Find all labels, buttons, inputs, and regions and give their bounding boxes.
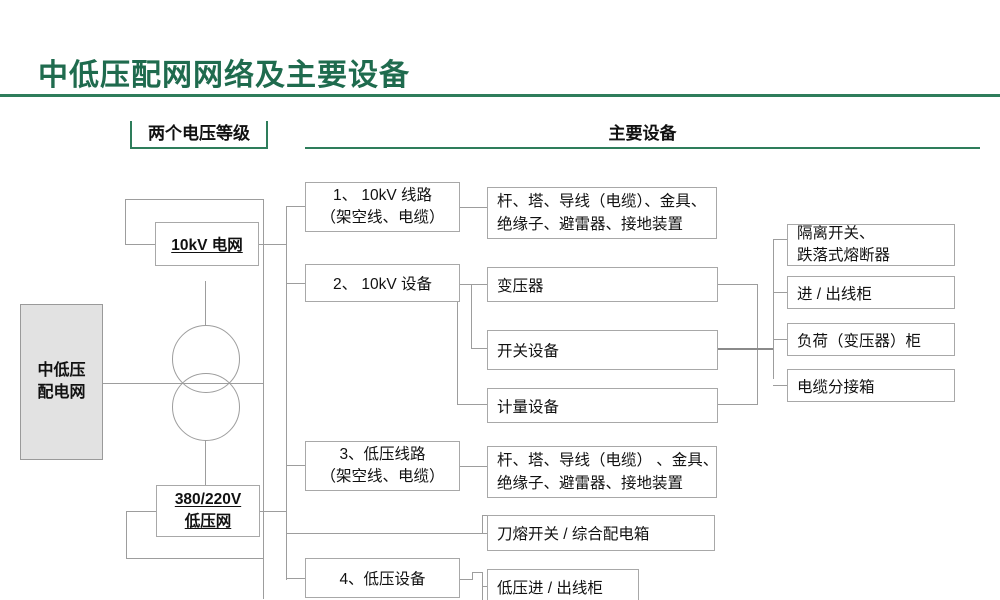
connector-mv-top-run	[125, 199, 264, 200]
detail-2-label: 进 / 出线柜	[797, 285, 872, 303]
category-1-line2: （架空线、电缆）	[320, 209, 445, 226]
node-category-lv-lines[interactable]: 3、低压线路 （架空线、电缆）	[305, 441, 460, 491]
connector-eq6-entry-lower	[482, 533, 488, 534]
node-category-10kv-lines[interactable]: 1、 10kV 线路 （架空线、电缆）	[305, 182, 460, 232]
connector-cat2-to-eq2	[457, 284, 487, 285]
connector-lv-left-dropper	[126, 511, 127, 558]
connector-det3-stub	[773, 339, 789, 340]
equipment-1-line1: 杆、塔、导线（电缆）、金具、	[497, 192, 707, 210]
equipment-4-label: 计量设备	[497, 398, 560, 416]
connector-eq2-to-detail-spine	[718, 284, 758, 285]
detail-4-label: 电缆分接箱	[797, 378, 875, 396]
node-detail-load-transformer-cabinet[interactable]: 负荷（变压器）柜	[787, 323, 955, 356]
connector-cat1-stub	[286, 206, 306, 207]
equipment-1-line2: 绝缘子、避雷器、接地装置	[497, 216, 684, 233]
connector-cat2-stub	[286, 283, 306, 284]
detail-1-line1: 隔离开关、	[797, 225, 875, 243]
connector-det4-stub	[773, 385, 789, 386]
node-equipment-10kv-line-components[interactable]: 杆、塔、导线（电缆）、金具、 绝缘子、避雷器、接地装置	[487, 187, 717, 239]
category-3-line1: 3、低压线路	[339, 445, 426, 463]
node-voltage-380-220v-grid[interactable]: 380/220V 低压网	[156, 485, 260, 537]
connector-cat4-stub	[286, 578, 306, 579]
equipment-5-line2: 绝缘子、避雷器、接地装置	[497, 475, 684, 492]
connector-lv-right-stub	[259, 511, 286, 512]
connector-main-spine-left	[263, 199, 264, 599]
connector-detail-spine	[773, 239, 774, 379]
node-detail-isolator-dropout-fuse[interactable]: 隔离开关、 跌落式熔断器	[787, 224, 955, 266]
voltage-10kv-label: 10kV 电网	[171, 237, 243, 254]
equipment-7-label: 低压进 / 出线柜	[497, 580, 603, 597]
connector-spine-to-eq6	[286, 533, 482, 534]
equipment-2-label: 变压器	[497, 277, 544, 295]
connector-mv-left-stub	[125, 244, 155, 245]
connector-cat4-to-eq7	[482, 586, 488, 587]
connector-cat2-fan-upper	[471, 284, 472, 348]
category-3-line2: （架空线、电缆）	[320, 468, 445, 485]
category-2-line1: 2、 10kV 设备	[332, 276, 433, 293]
connector-eq3-to-detail-spine	[718, 348, 774, 350]
node-equipment-lv-line-components[interactable]: 杆、塔、导线（电缆） 、金具、 绝缘子、避雷器、接地装置	[487, 446, 719, 498]
node-detail-incoming-outgoing-cabinet[interactable]: 进 / 出线柜	[787, 276, 955, 309]
node-equipment-metering[interactable]: 计量设备	[487, 388, 718, 423]
node-equipment-switchgear[interactable]: 开关设备	[487, 330, 718, 370]
connector-cat2-fan-lower	[457, 284, 458, 404]
connector-category-spine	[286, 206, 287, 580]
connector-cat2-to-eq4	[457, 404, 487, 405]
connector-eq-detail-collector	[757, 284, 758, 404]
connector-cat3-to-eq5	[459, 466, 487, 467]
connector-lv-bottom-run	[126, 558, 264, 559]
connector-lv-left-stub	[126, 511, 156, 512]
connector-cat2-to-eq3	[471, 348, 487, 349]
node-equipment-lv-incoming-outgoing-cabinet[interactable]: 低压进 / 出线柜	[487, 569, 639, 600]
connector-cat4-out	[459, 579, 473, 580]
voltage-lv-label-line2: 低压网	[184, 513, 232, 530]
equipment-5-line1: 杆、塔、导线（电缆） 、金具、	[497, 451, 719, 469]
voltage-lv-label-line1: 380/220V	[174, 491, 242, 508]
connector-transformer-top-lead	[205, 281, 206, 326]
node-voltage-10kv-grid[interactable]: 10kV 电网	[155, 222, 259, 266]
transformer-winding-secondary-icon	[172, 373, 240, 441]
page-title: 中低压配网网络及主要设备	[38, 59, 410, 92]
connector-det2-stub	[773, 292, 789, 293]
connector-det1-stub	[773, 239, 789, 240]
node-equipment-fuse-switch-box[interactable]: 刀熔开关 / 综合配电箱	[487, 515, 715, 551]
connector-transformer-bottom-lead	[205, 440, 206, 485]
equipment-3-label: 开关设备	[497, 343, 560, 360]
category-1-line1: 1、 10kV 线路	[332, 186, 433, 204]
node-category-lv-equipment[interactable]: 4、低压设备	[305, 558, 460, 598]
connector-cat4-jog	[472, 572, 473, 580]
node-root-distribution-network[interactable]: 中低压 配电网	[20, 304, 103, 460]
category-4-line1: 4、低压设备	[339, 571, 426, 588]
connector-cat1-to-eq1	[459, 207, 487, 208]
column-header-main-equipment: 主要设备	[305, 121, 980, 149]
root-label-line2: 配电网	[37, 384, 86, 401]
connector-mv-right-stub	[259, 244, 286, 245]
detail-3-label: 负荷（变压器）柜	[797, 332, 922, 350]
node-category-10kv-equipment[interactable]: 2、 10kV 设备	[305, 264, 460, 302]
detail-1-line2: 跌落式熔断器	[797, 247, 891, 264]
column-header-voltage-levels: 两个电压等级	[130, 121, 268, 149]
connector-eq6-entry	[482, 515, 488, 516]
equipment-6-label: 刀熔开关 / 综合配电箱	[497, 526, 650, 543]
connector-cat4-jog-top	[472, 572, 482, 573]
connector-mv-left-riser	[125, 199, 126, 245]
node-detail-cable-branch-box[interactable]: 电缆分接箱	[787, 369, 955, 402]
connector-eq6-riser	[482, 515, 483, 533]
connector-cat3-stub	[286, 465, 306, 466]
root-label-line1: 中低压	[37, 362, 86, 380]
node-equipment-transformer[interactable]: 变压器	[487, 267, 718, 302]
title-divider	[0, 94, 1000, 97]
connector-eq4-to-detail-spine	[718, 404, 758, 405]
